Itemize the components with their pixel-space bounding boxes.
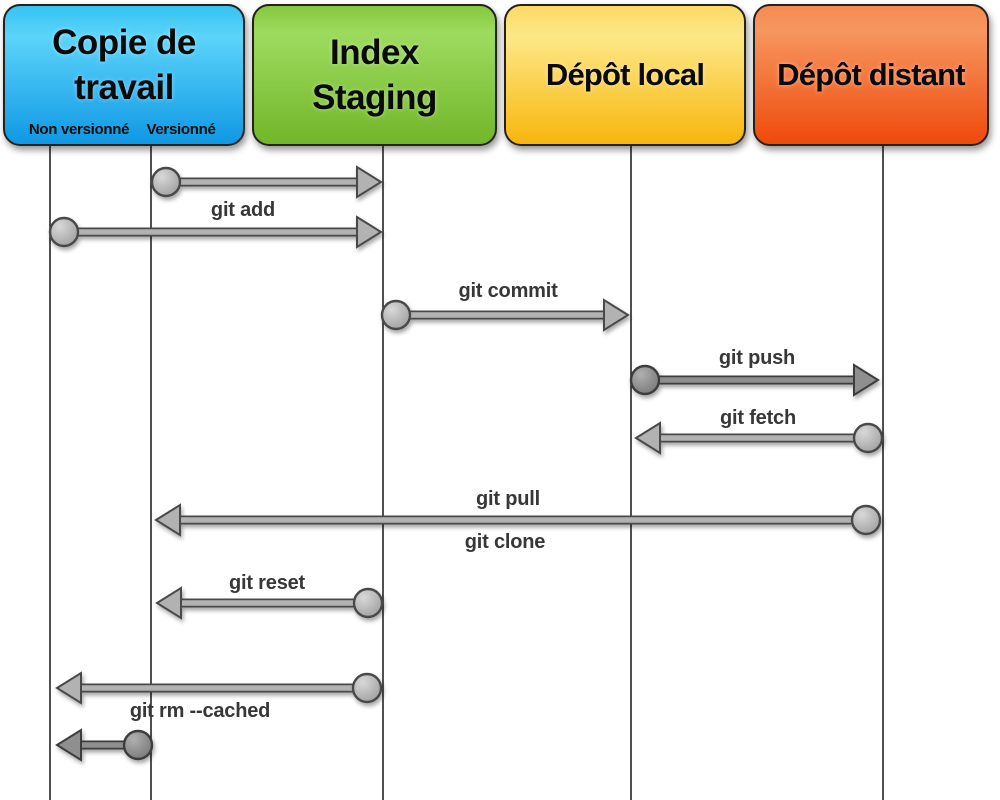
box-copie-de-travail: Copie de travail Non versionné Versionné bbox=[3, 4, 245, 146]
box-copie-de-travail-title: Copie de travail bbox=[52, 20, 196, 111]
label-git-add: git add bbox=[210, 199, 276, 221]
box-title-line: Copie de bbox=[52, 22, 196, 62]
label-git-pull: git pull bbox=[476, 488, 540, 510]
arrow-git-reset bbox=[155, 586, 384, 620]
label-git-reset: git reset bbox=[228, 572, 306, 594]
box-title-line: Dépôt local bbox=[545, 56, 705, 92]
arrow-git-fetch bbox=[634, 421, 884, 455]
sublabel-versionne: Versionné bbox=[146, 121, 216, 138]
box-depot-distant: Dépôt distant bbox=[753, 4, 989, 146]
sublabel-non-versionne: Non versionné bbox=[28, 121, 130, 138]
arrow-git-pull-clone bbox=[154, 503, 882, 537]
arrow-git-rm-cached-short bbox=[55, 728, 154, 762]
box-title-line: Dépôt distant bbox=[777, 56, 965, 92]
label-git-push: git push bbox=[718, 347, 796, 369]
box-depot-local-title: Dépôt local bbox=[545, 55, 705, 95]
arrow-git-add-non-versionne bbox=[48, 215, 383, 249]
label-git-commit: git commit bbox=[458, 280, 558, 302]
box-index-staging-title: Index Staging bbox=[312, 30, 437, 121]
box-index-staging: Index Staging bbox=[252, 4, 497, 146]
box-title-line: travail bbox=[74, 68, 174, 107]
label-git-clone: git clone bbox=[464, 531, 546, 553]
box-depot-distant-title: Dépôt distant bbox=[777, 55, 965, 95]
box-title-line: Index bbox=[330, 32, 419, 72]
box-title-line: Staging bbox=[312, 78, 437, 117]
label-git-rm-cached: git rm --cached bbox=[129, 700, 271, 722]
arrow-git-commit bbox=[380, 298, 630, 332]
arrow-git-rm-cached-long bbox=[55, 671, 383, 705]
arrow-git-add-versionne bbox=[150, 165, 383, 199]
box-depot-local: Dépôt local bbox=[504, 4, 746, 146]
arrow-git-push bbox=[629, 363, 880, 397]
label-git-fetch: git fetch bbox=[720, 407, 796, 429]
